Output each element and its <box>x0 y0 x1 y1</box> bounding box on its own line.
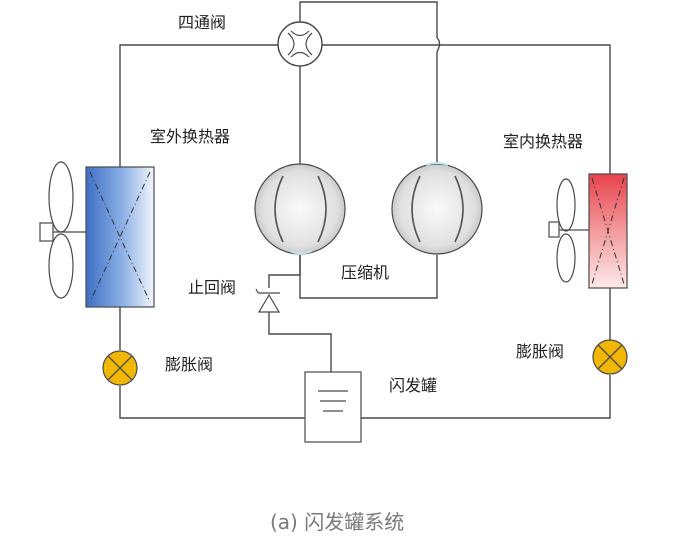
outdoor-heat-exchanger <box>85 166 155 308</box>
four-way-valve <box>277 21 323 67</box>
expansion-valve-left-icon <box>102 350 138 386</box>
pipe-left-loop <box>119 44 278 167</box>
compressor-label: 压缩机 <box>341 263 390 282</box>
expansion-valve-left-label: 膨胀阀 <box>165 355 214 374</box>
outdoor-fan-icon <box>39 161 86 299</box>
expansion-valve-right-label: 膨胀阀 <box>516 342 565 361</box>
pipe-right-loop <box>322 44 611 174</box>
pipe-right-bottom <box>361 375 611 419</box>
pipe-check-to-tank <box>268 312 332 372</box>
pipe-left-bottom <box>119 386 305 419</box>
compressor-left <box>254 163 346 255</box>
indoor-heat-exchanger <box>588 173 628 289</box>
flash-tank <box>304 371 362 443</box>
indoor-hx-label: 室内换热器 <box>503 132 584 151</box>
piping <box>119 1 611 419</box>
indoor-fan-icon <box>548 178 589 283</box>
pipe-valve-top <box>299 1 438 38</box>
figure-caption: (a) 闪发罐系统 <box>270 510 405 534</box>
compressor-right <box>391 162 483 255</box>
four-way-valve-label: 四通阀 <box>178 13 227 32</box>
check-valve-label: 止回阀 <box>188 278 237 297</box>
pipe-check-valve <box>268 255 301 288</box>
pipe-crossover <box>436 37 441 53</box>
flash-tank-label: 闪发罐 <box>389 376 438 395</box>
check-valve-icon <box>255 288 281 313</box>
pipe-compressor-bottom <box>299 255 438 299</box>
expansion-valve-right-icon <box>592 339 628 375</box>
outdoor-hx-label: 室外换热器 <box>150 127 231 146</box>
